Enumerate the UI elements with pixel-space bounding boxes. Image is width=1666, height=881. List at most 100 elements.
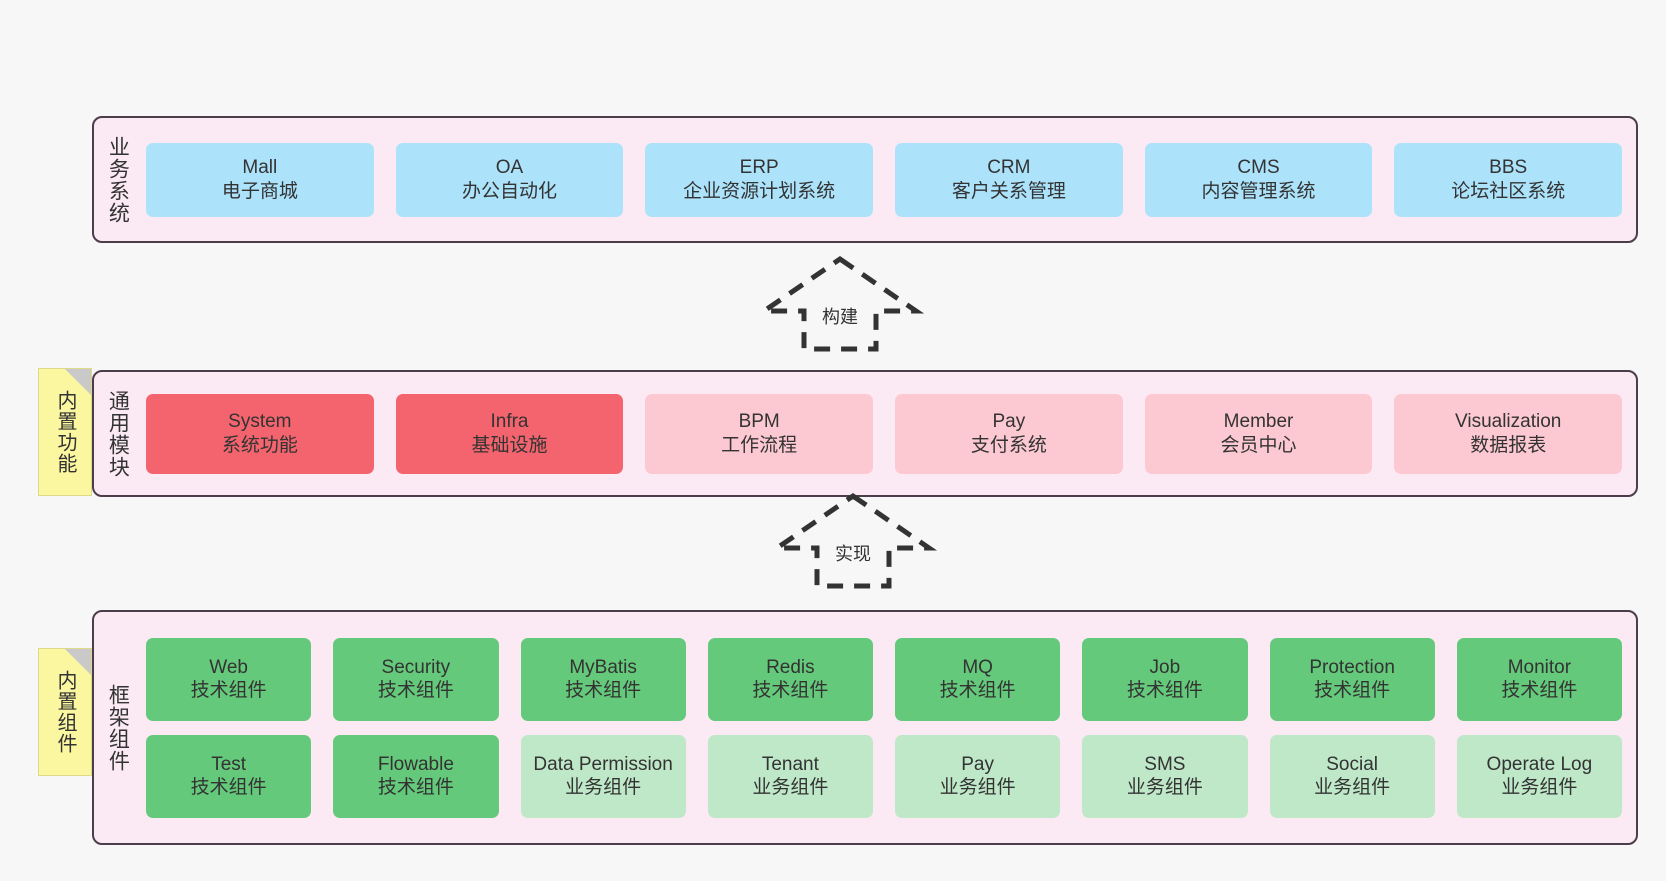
- card-title-cn: 技术组件: [190, 680, 267, 701]
- card-title-cn: 技术组件: [1126, 680, 1203, 701]
- layer-framework-components: 框架组件 Web 技术组件 Security 技术组件 MyBatis 技术组件…: [92, 610, 1638, 845]
- card-title-cn: 技术组件: [1501, 680, 1578, 701]
- card-redis[interactable]: Redis 技术组件: [707, 637, 873, 721]
- card-operate-log[interactable]: Operate Log 业务组件: [1456, 734, 1622, 818]
- card-title-en: Mall: [242, 157, 278, 179]
- layer-title-modules: 通用模块: [106, 389, 130, 478]
- card-mybatis[interactable]: MyBatis 技术组件: [520, 637, 686, 721]
- card-title-cn: 业务组件: [752, 777, 829, 798]
- card-protection[interactable]: Protection 技术组件: [1269, 637, 1435, 721]
- card-title-cn: 基础设施: [471, 434, 548, 456]
- sticky-note-label: 内置功能: [54, 390, 76, 474]
- card-security[interactable]: Security 技术组件: [333, 637, 499, 721]
- card-title-en: Member: [1223, 411, 1294, 433]
- card-title-en: CRM: [987, 157, 1031, 179]
- sticky-note-builtin-features: 内置功能: [38, 368, 92, 496]
- card-title-cn: 技术组件: [939, 680, 1016, 701]
- card-title-en: Pay: [992, 411, 1026, 433]
- business-card-row: Mall 电子商城 OA 办公自动化 ERP 企业资源计划系统 CRM 客户关系…: [146, 142, 1623, 217]
- card-title-en: Test: [211, 753, 247, 775]
- card-pay-component[interactable]: Pay 业务组件: [895, 734, 1061, 818]
- arrow-implement: 实现: [768, 492, 938, 589]
- arrow-implement-label: 实现: [833, 544, 873, 564]
- card-title-en: Pay: [961, 753, 994, 775]
- card-web[interactable]: Web 技术组件: [146, 637, 312, 721]
- arrow-implement-label-wrap: 实现: [773, 540, 933, 566]
- sticky-note-label: 内置组件: [54, 670, 76, 754]
- card-monitor[interactable]: Monitor 技术组件: [1456, 637, 1622, 721]
- card-title-en: SMS: [1144, 753, 1186, 775]
- card-title-cn: 技术组件: [752, 680, 829, 701]
- card-title-cn: 业务组件: [939, 777, 1016, 798]
- layer-business-systems: 业务系统 Mall 电子商城 OA 办公自动化 ERP 企业资源计划系统 CRM…: [92, 116, 1638, 243]
- card-title-cn: 技术组件: [190, 777, 267, 798]
- card-title-en: BBS: [1489, 157, 1528, 179]
- card-title-cn: 工作流程: [721, 434, 798, 456]
- card-sms[interactable]: SMS 业务组件: [1082, 734, 1248, 818]
- card-flowable[interactable]: Flowable 技术组件: [333, 734, 499, 818]
- card-bbs[interactable]: BBS 论坛社区系统: [1394, 142, 1623, 217]
- card-oa[interactable]: OA 办公自动化: [395, 142, 624, 217]
- card-title-en: Operate Log: [1486, 753, 1593, 775]
- card-title-cn: 客户关系管理: [951, 180, 1066, 202]
- card-title-en: CMS: [1237, 157, 1280, 179]
- card-title-en: Web: [209, 656, 248, 678]
- card-title-cn: 业务组件: [565, 777, 642, 798]
- card-title-cn: 会员中心: [1220, 434, 1297, 456]
- card-title-en: Social: [1326, 753, 1378, 775]
- card-social[interactable]: Social 业务组件: [1269, 734, 1435, 818]
- card-title-cn: 系统功能: [221, 434, 298, 456]
- layer-title-business: 业务系统: [106, 135, 130, 224]
- card-bpm[interactable]: BPM 工作流程: [645, 393, 874, 474]
- card-title-en: MyBatis: [569, 656, 637, 678]
- card-title-en: MQ: [962, 656, 993, 678]
- card-title-en: Visualization: [1455, 411, 1562, 433]
- card-title-en: ERP: [739, 157, 779, 179]
- card-title-en: Infra: [490, 411, 529, 433]
- card-title-cn: 论坛社区系统: [1451, 180, 1566, 202]
- card-title-en: Flowable: [377, 753, 454, 775]
- card-title-en: OA: [495, 157, 524, 179]
- layer-title-framework: 框架组件: [106, 683, 130, 772]
- card-title-en: Monitor: [1507, 656, 1572, 678]
- card-title-cn: 业务组件: [1501, 777, 1578, 798]
- layer-body-modules: System 系统功能 Infra 基础设施 BPM 工作流程 Pay 支付系统…: [140, 372, 1636, 495]
- card-pay-module[interactable]: Pay 支付系统: [895, 393, 1123, 474]
- card-title-en: Tenant: [761, 753, 819, 775]
- card-system[interactable]: System 系统功能: [146, 393, 374, 474]
- card-title-en: Job: [1149, 656, 1181, 678]
- layer-body-business: Mall 电子商城 OA 办公自动化 ERP 企业资源计划系统 CRM 客户关系…: [140, 118, 1636, 241]
- card-infra[interactable]: Infra 基础设施: [395, 393, 624, 474]
- card-title-cn: 业务组件: [1314, 777, 1391, 798]
- framework-card-row-2: Test 技术组件 Flowable 技术组件 Data Permission …: [146, 734, 1622, 818]
- card-data-permission[interactable]: Data Permission 业务组件: [520, 734, 686, 818]
- card-tenant[interactable]: Tenant 业务组件: [707, 734, 873, 818]
- card-title-cn: 业务组件: [1126, 777, 1203, 798]
- card-erp[interactable]: ERP 企业资源计划系统: [645, 142, 874, 217]
- card-test[interactable]: Test 技术组件: [146, 734, 312, 818]
- card-title-cn: 技术组件: [565, 680, 642, 701]
- card-title-en: Redis: [766, 656, 815, 678]
- arrow-build-label-wrap: 构建: [760, 303, 920, 329]
- card-title-cn: 办公自动化: [462, 180, 558, 202]
- card-title-cn: 企业资源计划系统: [683, 180, 836, 202]
- layer-common-modules: 通用模块 System 系统功能 Infra 基础设施 BPM 工作流程 Pay…: [92, 370, 1638, 497]
- card-title-cn: 支付系统: [970, 434, 1047, 456]
- card-member[interactable]: Member 会员中心: [1144, 393, 1373, 474]
- card-title-cn: 技术组件: [377, 680, 454, 701]
- arrow-build: 构建: [755, 255, 925, 352]
- modules-card-row: System 系统功能 Infra 基础设施 BPM 工作流程 Pay 支付系统…: [146, 393, 1623, 474]
- card-visualization[interactable]: Visualization 数据报表: [1394, 393, 1623, 474]
- card-job[interactable]: Job 技术组件: [1082, 637, 1248, 721]
- card-mq[interactable]: MQ 技术组件: [895, 637, 1061, 721]
- framework-card-row-1: Web 技术组件 Security 技术组件 MyBatis 技术组件 Redi…: [146, 637, 1622, 721]
- card-crm[interactable]: CRM 客户关系管理: [895, 142, 1123, 217]
- arrow-build-label: 构建: [820, 307, 860, 327]
- card-title-en: Security: [381, 656, 451, 678]
- card-title-en: Data Permission: [533, 753, 673, 775]
- card-title-cn: 数据报表: [1470, 434, 1547, 456]
- card-mall[interactable]: Mall 电子商城: [146, 142, 374, 217]
- card-cms[interactable]: CMS 内容管理系统: [1144, 142, 1373, 217]
- card-title-cn: 技术组件: [377, 777, 454, 798]
